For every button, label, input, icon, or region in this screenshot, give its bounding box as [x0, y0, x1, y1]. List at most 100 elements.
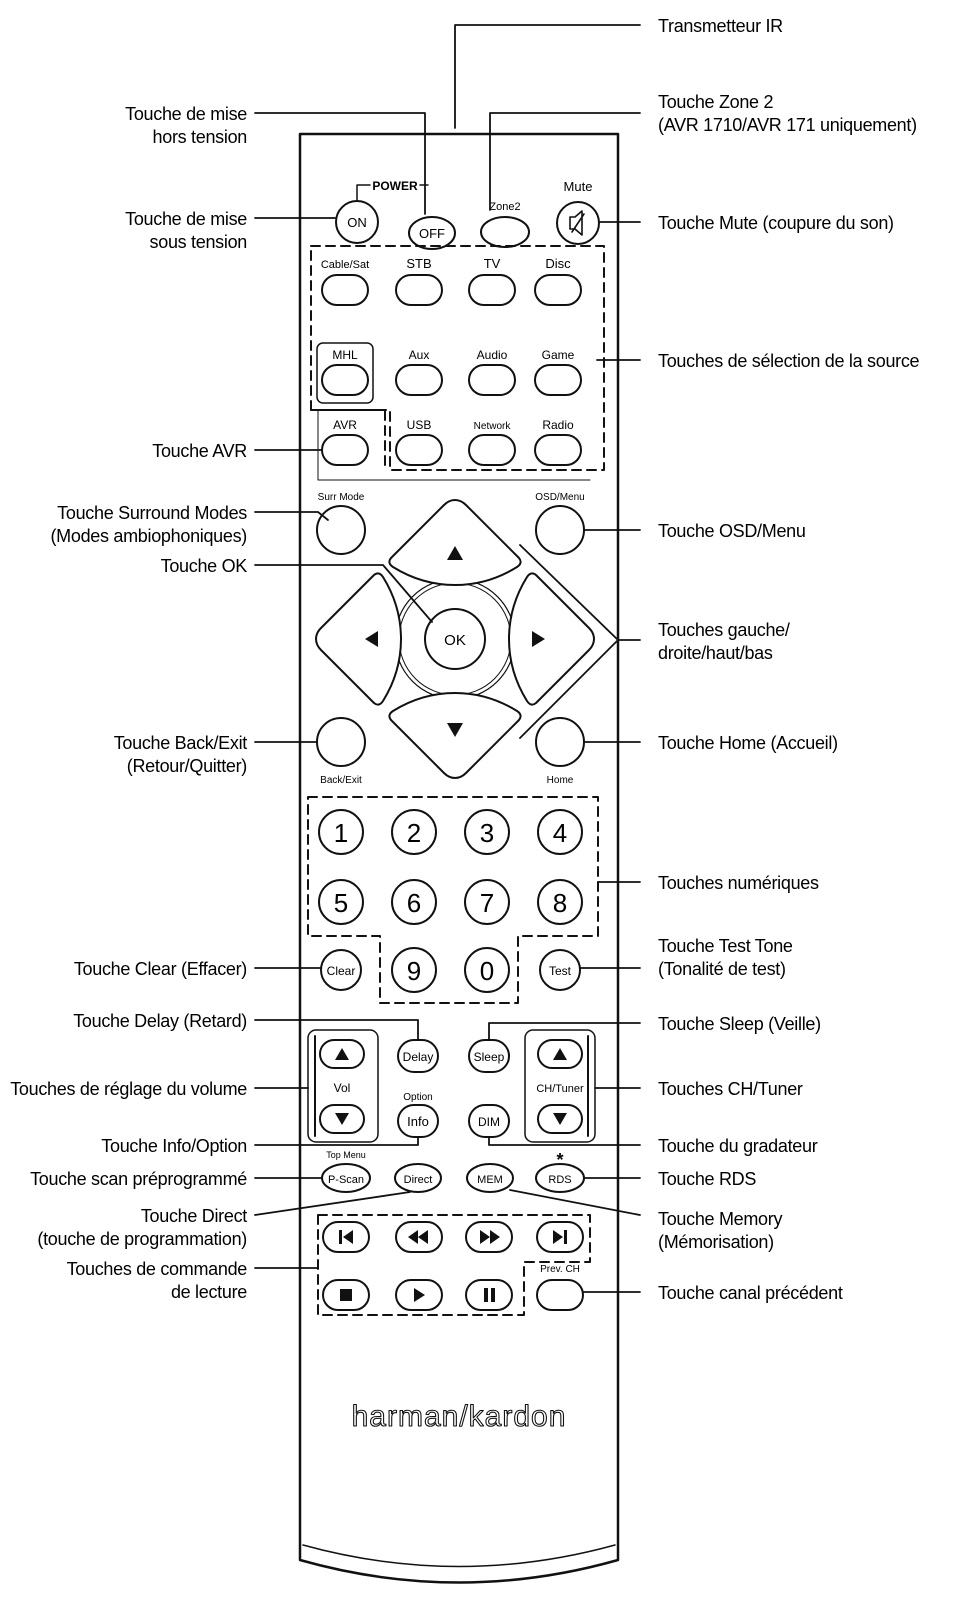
ch-up-button[interactable]	[537, 1039, 583, 1069]
svg-text:Home: Home	[547, 775, 574, 786]
callout-rds: Touche RDS	[658, 1169, 756, 1189]
delay-button[interactable]: Delay	[397, 1039, 439, 1073]
stop-button[interactable]	[322, 1279, 370, 1311]
next-track-button[interactable]	[536, 1221, 584, 1253]
dpad	[315, 499, 595, 779]
svg-text:3: 3	[480, 818, 494, 848]
sleep-button[interactable]: Sleep	[468, 1039, 510, 1073]
up-arrow-icon	[335, 1048, 349, 1060]
play-button[interactable]	[395, 1279, 443, 1311]
network-button[interactable]	[468, 434, 516, 466]
callout-clear: Touche Clear (Effacer)	[74, 959, 247, 979]
rewind-button[interactable]	[395, 1221, 443, 1253]
remote-body	[298, 132, 620, 1584]
home-button[interactable]	[535, 717, 585, 767]
vol-down-button[interactable]	[319, 1104, 365, 1134]
cable-sat-button[interactable]	[321, 274, 369, 306]
callout-arrows: Touches gauche/droite/haut/bas	[658, 620, 790, 663]
audio-button[interactable]	[468, 364, 516, 396]
clear-button[interactable]: Clear	[320, 949, 362, 991]
svg-text:ON: ON	[347, 215, 367, 230]
vol-up-button[interactable]	[319, 1039, 365, 1069]
prev-ch-button[interactable]	[536, 1279, 584, 1311]
left-arrow-button[interactable]	[315, 572, 402, 706]
callout-surround: Touche Surround Modes(Modes ambiophoniqu…	[50, 503, 247, 546]
digit-button-5[interactable]: 5	[318, 879, 364, 925]
callout-ok: Touche OK	[161, 556, 248, 576]
test-button[interactable]: Test	[539, 949, 581, 991]
on-button[interactable]: ON	[335, 200, 379, 244]
pause-icon	[484, 1288, 495, 1302]
dim-button[interactable]: DIM	[468, 1104, 510, 1138]
digit-button-4[interactable]: 4	[537, 809, 583, 855]
digit-button-0[interactable]: 0	[464, 947, 510, 993]
usb-button[interactable]	[395, 434, 443, 466]
callout-osd: Touche OSD/Menu	[658, 521, 806, 541]
svg-text:RDS: RDS	[548, 1174, 571, 1186]
prev-track-button[interactable]	[322, 1221, 370, 1253]
pause-button[interactable]	[465, 1279, 513, 1311]
mute-button[interactable]	[556, 201, 600, 245]
down-arrow-icon	[447, 723, 463, 737]
fast-forward-button[interactable]	[465, 1221, 513, 1253]
callout-numeric: Touches numériques	[658, 873, 819, 893]
callout-dim: Touche du gradateur	[658, 1136, 818, 1156]
digit-button-8[interactable]: 8	[537, 879, 583, 925]
p-scan-button[interactable]: P-Scan	[321, 1163, 371, 1193]
up-arrow-button[interactable]	[388, 499, 522, 586]
left-arrow-icon	[365, 631, 378, 647]
right-callouts: Transmetteur IR Touche Zone 2(AVR 1710/A…	[658, 16, 920, 1303]
radio-button[interactable]	[534, 434, 582, 466]
callout-mute: Touche Mute (coupure du son)	[658, 213, 894, 233]
prev-track-icon	[339, 1230, 353, 1244]
callout-zone2: Touche Zone 2(AVR 1710/AVR 171 uniquemen…	[658, 92, 917, 135]
disc-button[interactable]	[534, 274, 582, 306]
callout-avr: Touche AVR	[152, 441, 247, 461]
up-arrow-icon	[447, 546, 463, 560]
callout-test: Touche Test Tone(Tonalité de test)	[658, 936, 793, 979]
off-button[interactable]: OFF	[408, 216, 456, 250]
zone2-button[interactable]	[480, 216, 530, 248]
svg-text:STB: STB	[406, 256, 431, 271]
digit-button-6[interactable]: 6	[391, 879, 437, 925]
svg-text:Audio: Audio	[477, 348, 508, 362]
svg-text:OFF: OFF	[419, 226, 445, 241]
avr-button[interactable]	[321, 434, 369, 466]
callout-delay: Touche Delay (Retard)	[73, 1011, 247, 1031]
tv-button[interactable]	[468, 274, 516, 306]
ok-button[interactable]: OK	[424, 608, 486, 670]
stb-button[interactable]	[395, 274, 443, 306]
mhl-button[interactable]	[321, 364, 369, 396]
callout-info: Touche Info/Option	[101, 1136, 247, 1156]
svg-text:Back/Exit: Back/Exit	[320, 775, 362, 786]
svg-text:P-Scan: P-Scan	[328, 1174, 364, 1186]
rds-button[interactable]: RDS	[535, 1163, 585, 1193]
back-exit-button[interactable]	[316, 717, 366, 767]
mem-button[interactable]: MEM	[466, 1163, 514, 1193]
rds-star: *	[556, 1150, 563, 1170]
direct-button[interactable]: Direct	[394, 1163, 442, 1193]
svg-text:Aux: Aux	[409, 348, 430, 362]
svg-text:Prev. CH: Prev. CH	[540, 1264, 580, 1275]
digit-button-7[interactable]: 7	[464, 879, 510, 925]
digit-button-1[interactable]: 1	[318, 809, 364, 855]
osd-menu-button[interactable]	[535, 505, 585, 555]
aux-button[interactable]	[395, 364, 443, 396]
svg-text:Surr Mode: Surr Mode	[318, 492, 365, 503]
callout-ir: Transmetteur IR	[658, 16, 783, 36]
fast-forward-icon	[480, 1230, 500, 1244]
surr-mode-button[interactable]	[316, 505, 366, 555]
info-button[interactable]: Info	[397, 1104, 439, 1138]
svg-text:CH/Tuner: CH/Tuner	[536, 1083, 584, 1095]
svg-text:8: 8	[553, 888, 567, 918]
svg-text:Network: Network	[474, 421, 512, 432]
digit-button-2[interactable]: 2	[391, 809, 437, 855]
right-arrow-button[interactable]	[508, 572, 595, 706]
digit-button-9[interactable]: 9	[391, 947, 437, 993]
game-button[interactable]	[534, 364, 582, 396]
svg-text:MHL: MHL	[332, 348, 358, 362]
ch-down-button[interactable]	[537, 1104, 583, 1134]
svg-text:1: 1	[334, 818, 348, 848]
play-icon	[414, 1288, 425, 1302]
digit-button-3[interactable]: 3	[464, 809, 510, 855]
